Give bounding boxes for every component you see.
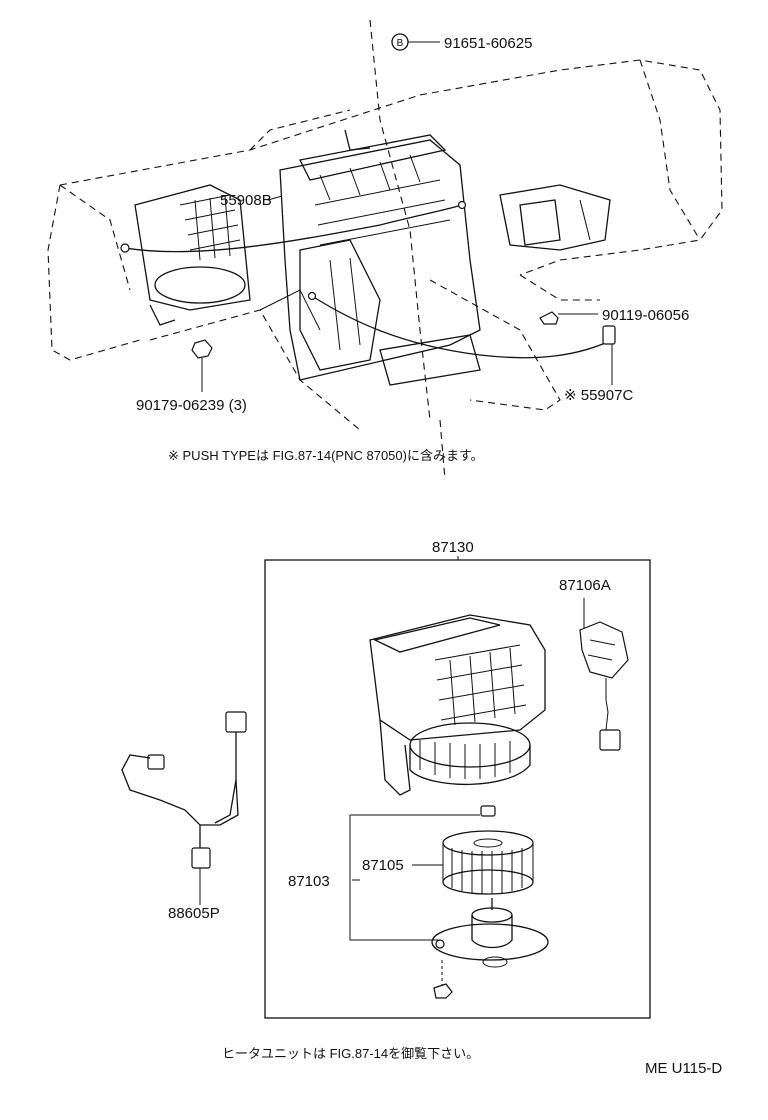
- bolt-symbol: B: [397, 38, 404, 49]
- label-91651-60625: 91651-60625: [444, 35, 532, 52]
- blower-motor: [431, 898, 549, 968]
- label-55908b: 55908B: [220, 192, 272, 209]
- label-87130: 87130: [432, 539, 474, 556]
- heater-housing-top: [134, 129, 611, 386]
- label-87106a: 87106A: [559, 577, 611, 594]
- blower-unit-housing: [369, 614, 546, 796]
- control-cables: [120, 200, 616, 359]
- damper-servo: [579, 598, 629, 751]
- label-55907c: ※ 55907C: [564, 387, 633, 404]
- small-screw: [433, 805, 496, 999]
- dashboard-outline: [47, 19, 723, 481]
- label-87103: 87103: [288, 873, 330, 890]
- fasteners-top: B: [191, 33, 613, 392]
- note-push-type: ※ PUSH TYPEは FIG.87-14(PNC 87050)に含みます。: [168, 448, 484, 463]
- unit-assembly-frame: [264, 559, 651, 1019]
- label-87105: 87105: [362, 857, 404, 874]
- label-90179-06239: 90179-06239 (3): [136, 397, 247, 414]
- page-code: ME U115-D: [645, 1060, 722, 1077]
- wiring-harness: [121, 711, 247, 905]
- blower-fan: [442, 830, 534, 895]
- label-90119-06056: 90119-06056: [602, 307, 689, 324]
- note-heater-unit: ヒータユニットは FIG.87-14を御覧下さい。: [222, 1046, 479, 1061]
- bracket-87103: [349, 815, 440, 941]
- label-88605p: 88605P: [168, 905, 220, 922]
